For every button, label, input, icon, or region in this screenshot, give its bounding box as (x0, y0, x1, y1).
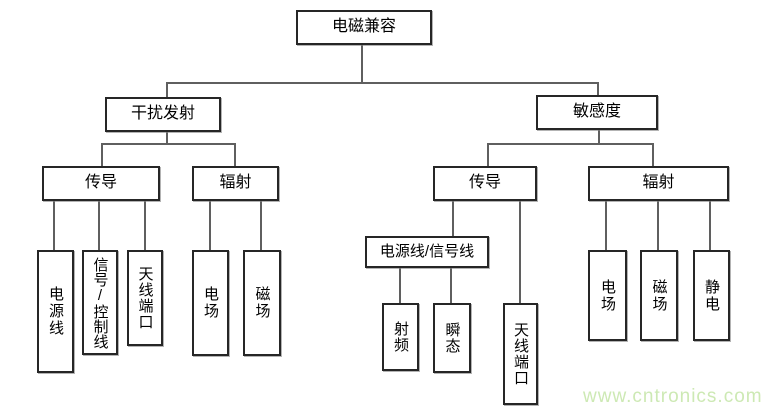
connector (597, 82, 599, 95)
node-efield-susceptibility: 电场 (588, 250, 627, 341)
node-susceptibility: 敏感度 (536, 95, 658, 130)
connector (605, 200, 607, 250)
node-mfield-susceptibility: 磁场 (640, 250, 678, 341)
node-power-signal-line: 电源线/信号线 (365, 236, 489, 268)
node-emc-root: 电磁兼容 (296, 10, 432, 45)
node-interference-emission: 干扰发射 (105, 97, 221, 132)
node-radiated-susceptibility: 辐射 (588, 166, 729, 201)
node-esd: 静电 (693, 250, 730, 341)
connector (361, 44, 363, 82)
connector (709, 200, 711, 250)
node-transient: 瞬态 (433, 303, 471, 373)
node-signal-control-line: 信号/控制线 (82, 250, 118, 355)
connector (234, 143, 236, 166)
node-power-line: 电源线 (37, 250, 74, 373)
watermark: www.cntronics.com (583, 386, 762, 407)
connector (98, 200, 100, 250)
connector (450, 268, 452, 303)
connector (598, 129, 600, 143)
node-antenna-port-susceptibility: 天线端口 (503, 303, 538, 405)
connector (101, 143, 236, 145)
connector (209, 200, 211, 250)
connector (53, 200, 55, 250)
node-radiated-emission: 辐射 (192, 166, 279, 201)
node-antenna-port-emission: 天线端口 (127, 250, 163, 346)
connector (487, 143, 654, 145)
node-rf: 射频 (382, 303, 419, 371)
connector (452, 200, 454, 236)
connector (166, 82, 599, 84)
node-conducted-susceptibility: 传导 (433, 166, 537, 201)
connector (487, 143, 489, 166)
connector (144, 200, 146, 250)
node-conducted-emission: 传导 (42, 166, 160, 201)
node-mfield-emission: 磁场 (243, 250, 281, 356)
connector (166, 131, 168, 143)
connector (260, 200, 262, 250)
connector (657, 200, 659, 250)
connector (652, 143, 654, 166)
connector (101, 143, 103, 166)
connector (519, 200, 521, 303)
node-efield-emission: 电场 (192, 250, 229, 356)
connector (166, 82, 168, 97)
connector (399, 268, 401, 303)
